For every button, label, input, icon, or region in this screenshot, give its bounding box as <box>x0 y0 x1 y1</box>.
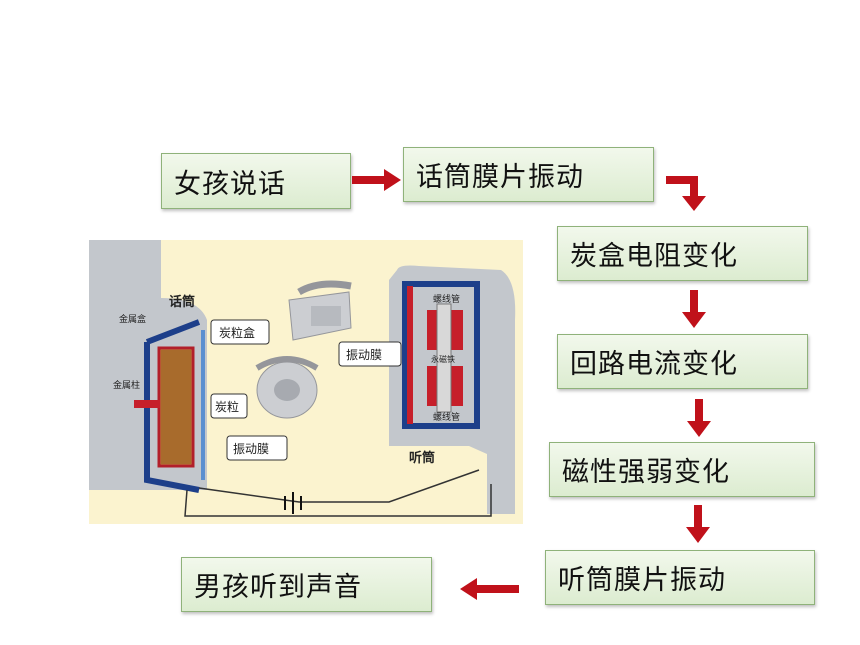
step-label: 听筒膜片振动 <box>558 565 726 596</box>
mic-label: 话筒 <box>169 294 195 310</box>
arrow-down-3 <box>686 505 710 543</box>
step-carbon-resistance-changes: 炭盒电阻变化 <box>557 226 808 281</box>
mic-diaphragm-label: 振动膜 <box>233 442 269 456</box>
step-mic-diaphragm-vibrates: 话筒膜片振动 <box>403 147 654 202</box>
step-label: 女孩说话 <box>174 168 286 200</box>
step-label: 男孩听到声音 <box>194 572 362 603</box>
earpiece-assembly <box>402 281 480 429</box>
step-label: 磁性强弱变化 <box>562 457 730 488</box>
microphone-assembly <box>134 319 205 493</box>
arrow-right-1 <box>352 169 401 191</box>
step-magnetism-changes: 磁性强弱变化 <box>549 442 815 497</box>
telephone-diagram: 话筒 听筒 金属盒 金属柱 炭粒盒 炭粒 振动膜 振动膜 螺线管 螺线管 永磁铁 <box>89 240 523 524</box>
step-label: 回路电流变化 <box>570 349 738 380</box>
ear-diaphragm-label: 振动膜 <box>346 348 382 362</box>
telephone-icon <box>255 280 352 419</box>
coil-top-label: 螺线管 <box>433 293 460 305</box>
magnet-label: 永磁铁 <box>431 354 455 364</box>
step-earpiece-diaphragm-vibrates: 听筒膜片振动 <box>545 550 815 605</box>
metal-post-label: 金属柱 <box>113 379 140 391</box>
arrow-down-1 <box>682 290 706 328</box>
step-girl-speaks: 女孩说话 <box>161 153 351 209</box>
carbon-granules-label: 炭粒 <box>215 399 239 414</box>
coil-bottom-label: 螺线管 <box>433 411 460 423</box>
arrow-left-1 <box>460 578 519 600</box>
step-circuit-current-changes: 回路电流变化 <box>557 334 808 389</box>
arrow-down-2 <box>687 399 711 437</box>
step-boy-hears-sound: 男孩听到声音 <box>181 557 432 612</box>
carbon-box-label: 炭粒盒 <box>219 325 255 340</box>
arrow-elbow-down <box>666 176 706 211</box>
battery-icon <box>284 492 302 514</box>
earpiece-label: 听筒 <box>409 450 435 466</box>
metal-box-label: 金属盒 <box>119 313 146 325</box>
step-label: 话筒膜片振动 <box>416 162 584 193</box>
step-label: 炭盒电阻变化 <box>570 241 738 272</box>
